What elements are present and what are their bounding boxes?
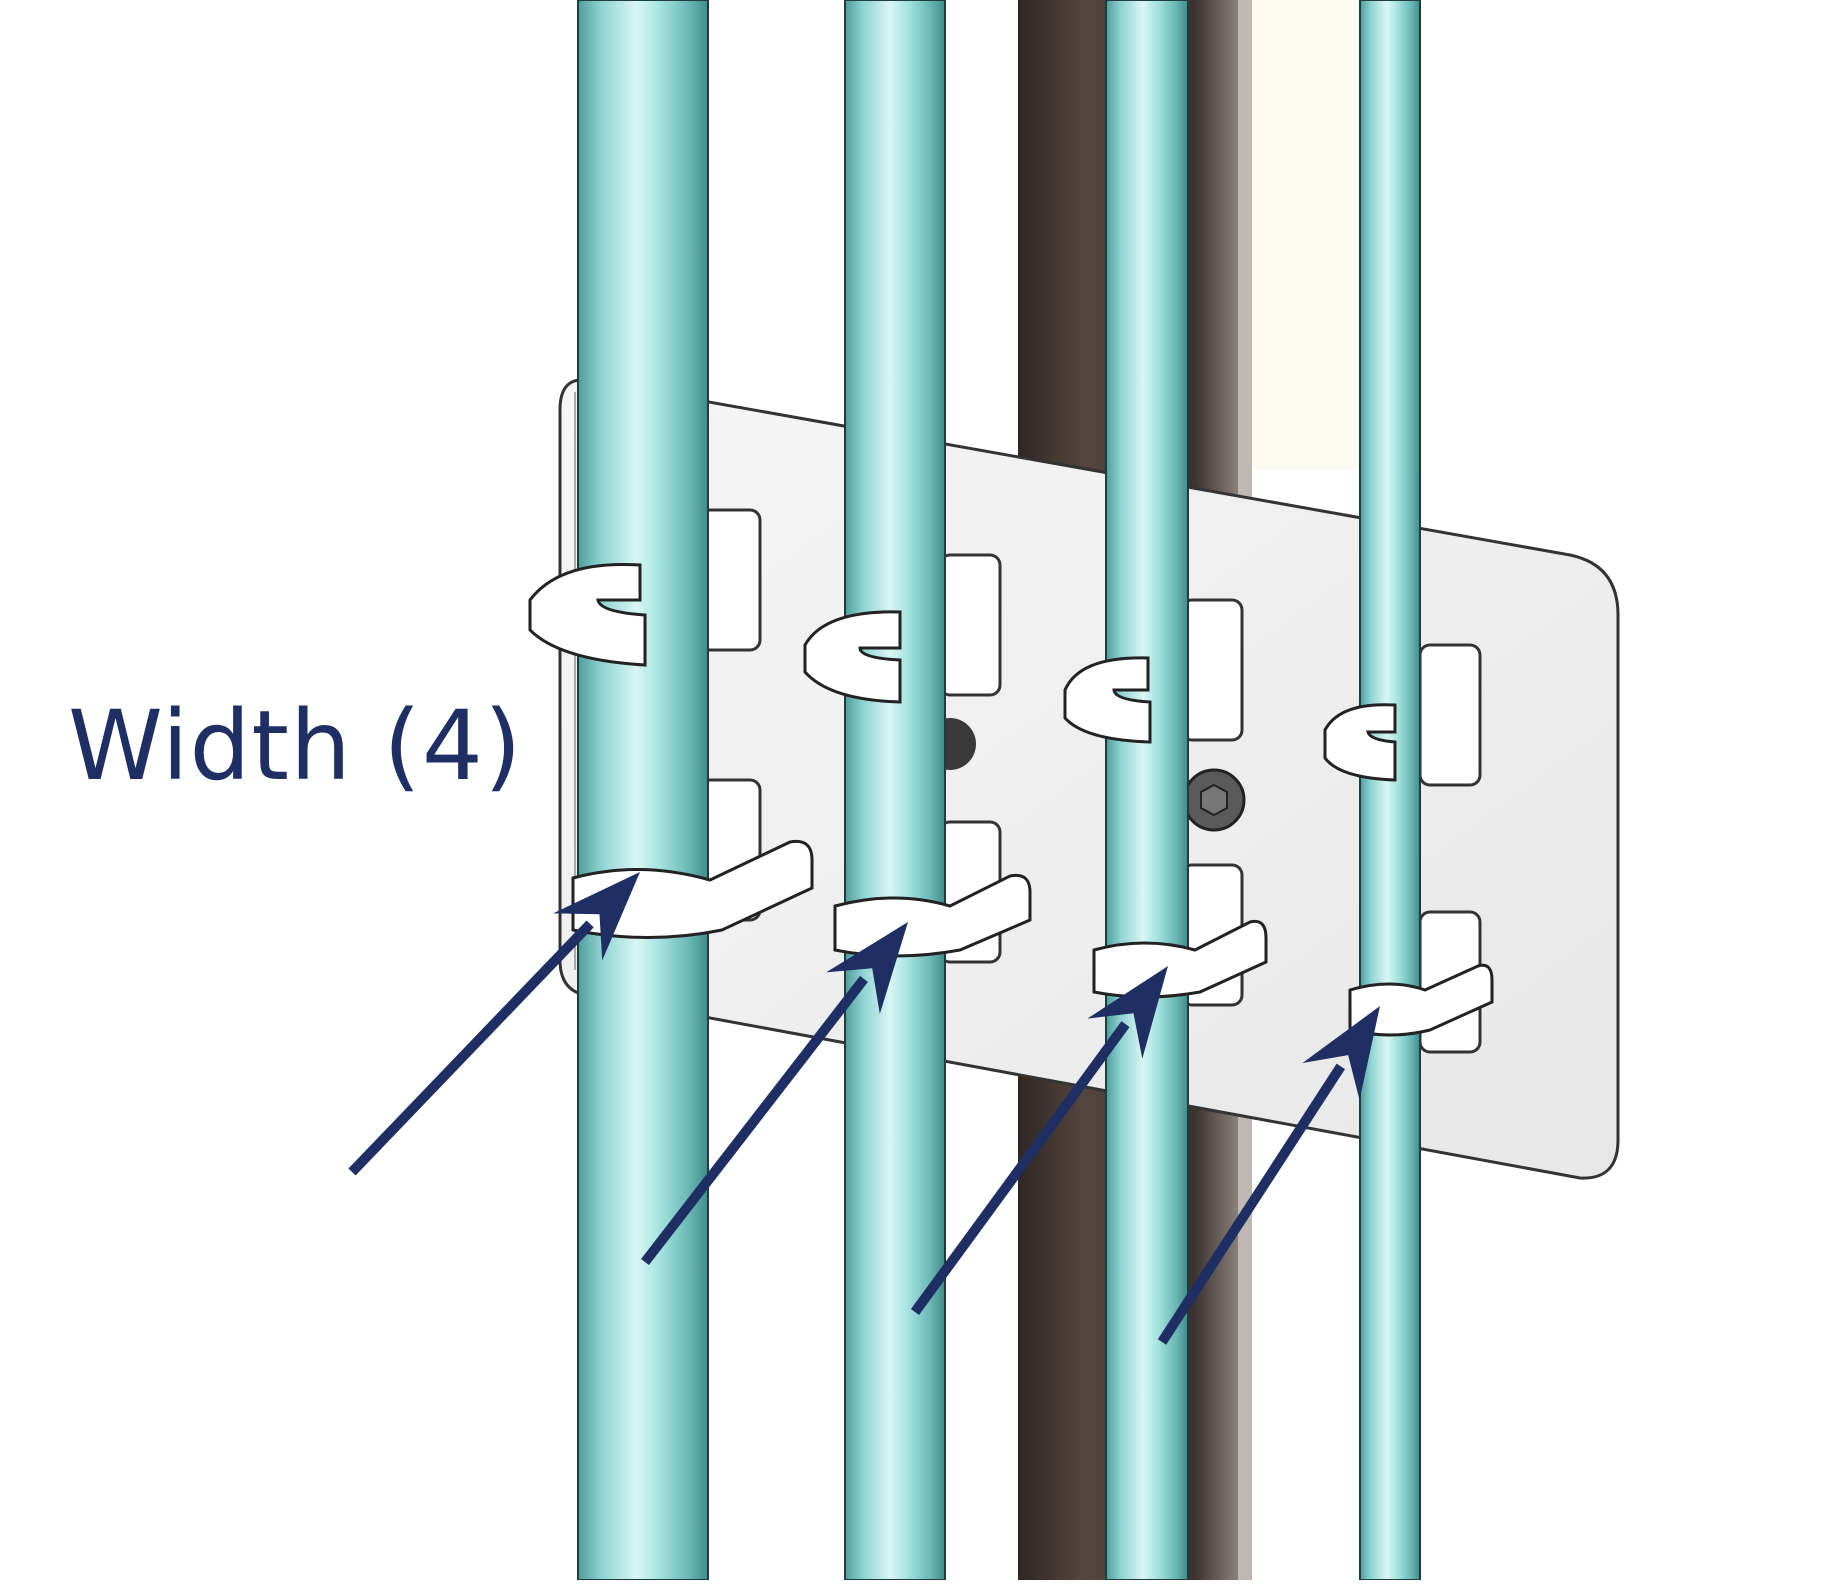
tube-1 (577, 0, 709, 1581)
tube-4 (1359, 0, 1421, 1581)
arrow-up-right-icon (1157, 1006, 1380, 1345)
upper-clips (528, 562, 1397, 782)
mounting-plate (558, 378, 1620, 1180)
arrow-up-right-icon (910, 966, 1168, 1315)
arrow-up-right-icon (641, 922, 908, 1266)
lower-clips (571, 839, 1494, 1037)
width-callout-label: Width (4) (68, 690, 523, 802)
tubes (577, 0, 1421, 1581)
callout-arrows (348, 872, 1380, 1345)
tube-3 (1105, 0, 1189, 1581)
tube-2 (844, 0, 946, 1581)
arrow-up-right-icon (348, 872, 640, 1176)
